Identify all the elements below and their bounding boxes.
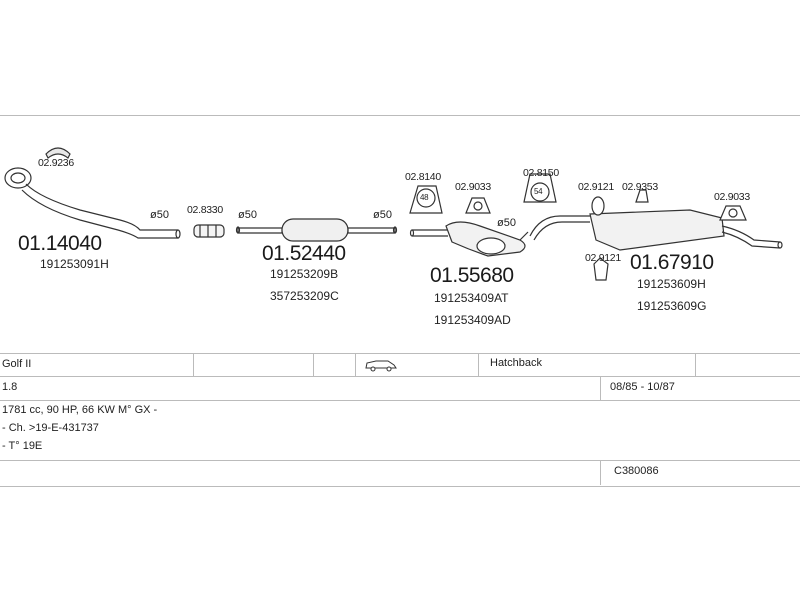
model-name: Golf II (2, 358, 32, 370)
hanger-8140-drawing (409, 185, 443, 214)
engine-details: 1781 cc, 90 HP, 66 KW M° GX - (2, 404, 158, 416)
oe-number: 357253209C (270, 289, 339, 303)
oe-number: 191253409AD (434, 313, 511, 327)
accessory-label[interactable]: 02.9121 (585, 252, 621, 264)
exhaust-diagram: 02.9236 02.8330 02.8140 48 02.9033 02.81… (0, 118, 800, 353)
exhaust-drawing (4, 147, 783, 281)
accessory-label[interactable]: 02.8140 (405, 171, 441, 183)
production-period: 08/85 - 10/87 (610, 381, 675, 393)
oe-number: 191253209B (270, 267, 339, 281)
oe-number: 191253091H (40, 257, 109, 271)
accessory-badge: 54 (534, 187, 543, 196)
accessory-label[interactable]: 02.8330 (187, 204, 223, 216)
hatchback-car-icon (364, 358, 398, 374)
oe-number: 191253609G (637, 299, 707, 313)
engine-size: 1.8 (2, 381, 18, 393)
part-number[interactable]: 01.67910 (630, 251, 714, 274)
hanger-9353-drawing (635, 189, 649, 203)
clamp-9121-drawing (591, 196, 609, 281)
front-pipe-drawing (4, 167, 181, 239)
accessory-label[interactable]: 02.8150 (523, 167, 559, 179)
oe-number: 191253609H (637, 277, 706, 291)
diameter-label: ø50 (238, 209, 257, 221)
diagram-frame (0, 115, 800, 487)
part-number[interactable]: 01.14040 (18, 232, 102, 255)
gasket-9236-drawing (45, 147, 71, 159)
code-row: C380086 (0, 461, 800, 485)
catalog-code: C380086 (614, 465, 659, 477)
part-number[interactable]: 01.52440 (262, 242, 346, 265)
hanger-9033-b-drawing (719, 205, 747, 221)
type-details: - T° 19E (2, 440, 43, 452)
clamp-8330-drawing (193, 224, 225, 238)
accessory-label[interactable]: 02.9033 (455, 181, 491, 193)
chassis-details: - Ch. >19-E-431737 (2, 422, 99, 434)
hanger-9033-a-drawing (465, 197, 491, 214)
model-row: Golf II Hatchback (0, 353, 800, 377)
diameter-label: ø50 (150, 209, 169, 221)
accessory-label[interactable]: 02.9121 (578, 181, 614, 193)
vehicle-info-table: Golf II Hatchback 1.8 08/85 - 10/87 1781… (0, 353, 800, 487)
diameter-label: ø50 (373, 209, 392, 221)
accessory-badge: 48 (420, 193, 429, 202)
detail-row: - Ch. >19-E-431737 (0, 419, 800, 437)
accessory-label[interactable]: 02.9236 (38, 157, 74, 169)
oe-number: 191253409AT (434, 291, 509, 305)
accessory-label[interactable]: 02.9033 (714, 191, 750, 203)
detail-row: - T° 19E (0, 437, 800, 461)
part-number[interactable]: 01.55680 (430, 264, 514, 287)
detail-row: 1781 cc, 90 HP, 66 KW M° GX - (0, 401, 800, 419)
body-type: Hatchback (490, 357, 542, 369)
rear-muffler-drawing (529, 209, 783, 251)
engine-row: 1.8 08/85 - 10/87 (0, 377, 800, 401)
center-muffler-drawing (235, 218, 398, 242)
hanger-8150-drawing (523, 173, 557, 203)
diameter-label: ø50 (497, 217, 516, 229)
accessory-label[interactable]: 02.9353 (622, 181, 658, 193)
middle-muffler-drawing (409, 221, 529, 257)
